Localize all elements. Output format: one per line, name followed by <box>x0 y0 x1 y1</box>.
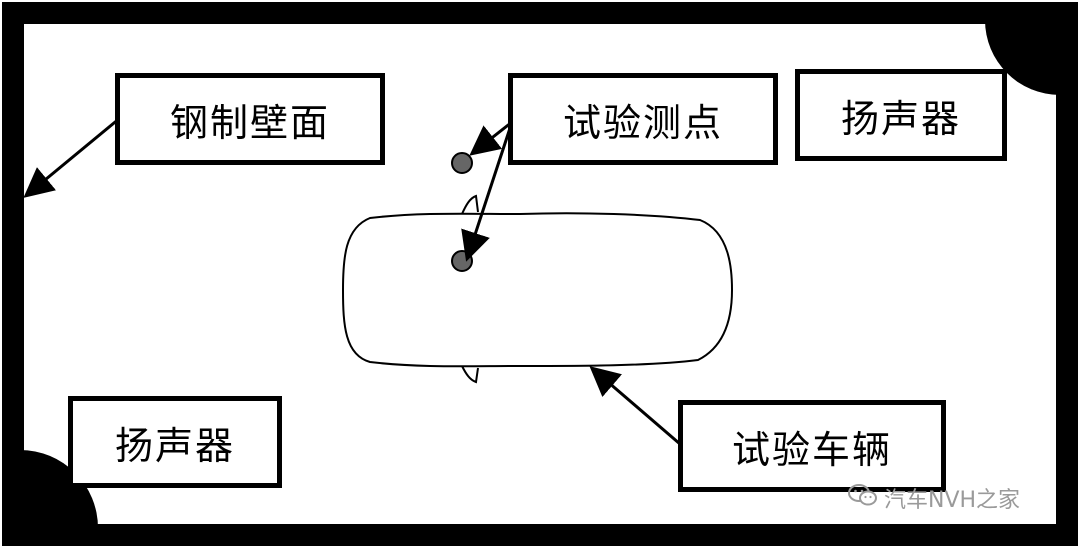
test-vehicle-outline <box>341 212 734 368</box>
arrow-to-inside-point <box>461 121 514 262</box>
arrow-to-outside-point <box>469 120 513 156</box>
measure-point-outside <box>451 152 473 174</box>
label-speaker-top: 扬声器 <box>795 69 1007 161</box>
speaker-corner-bottom-left <box>20 450 98 528</box>
arrow-to-vehicle <box>589 366 681 446</box>
label-test-vehicle: 试验车辆 <box>678 400 946 492</box>
watermark-text: 汽车NVH之家 <box>884 488 1021 513</box>
watermark: 汽车NVH之家 <box>848 480 1020 516</box>
label-steel-wall: 钢制壁面 <box>115 73 385 165</box>
vehicle-mirror-bottom <box>461 365 479 384</box>
arrow-to-wall <box>23 116 121 198</box>
wechat-icon <box>848 483 878 513</box>
label-measure-points: 试验测点 <box>508 73 778 165</box>
label-speaker-bottom: 扬声器 <box>68 396 282 488</box>
vehicle-mirror-top <box>461 194 479 215</box>
speaker-corner-top-right <box>985 20 1060 95</box>
